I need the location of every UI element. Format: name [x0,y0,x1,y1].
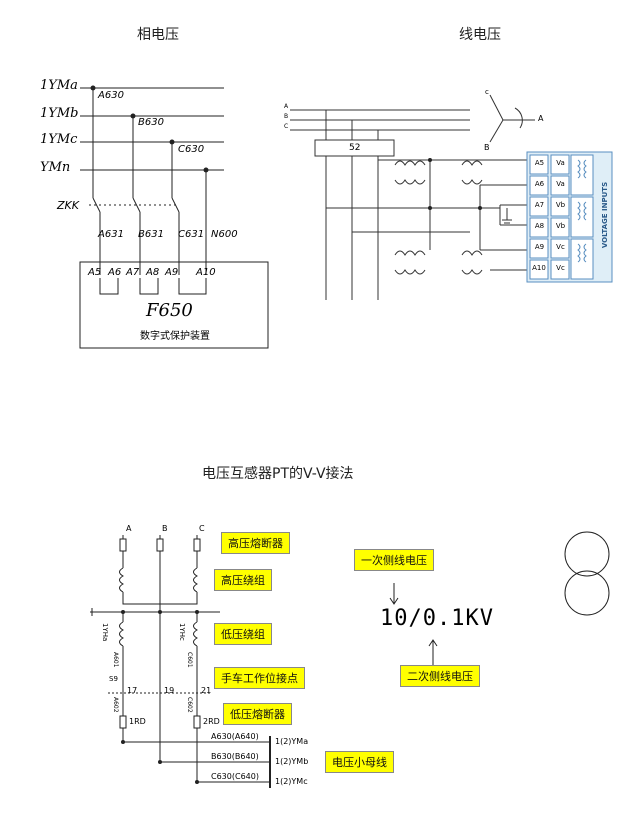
line-terminal-a7: A7 [534,201,545,209]
bus-name-a: 1(2)YMa [275,737,309,746]
input-2: Va [556,180,565,188]
wire-a602: A602 [112,697,119,713]
wire-label-b: B631 [138,229,164,240]
title-phase-voltage: 相电压 [137,27,179,43]
input-4: Vb [555,222,566,230]
label-lv-fuse: 低压熔断器 [223,703,292,725]
title-vv-connection: 电压互感器PT的V-V接法 [202,466,354,482]
wire-c601: C601 [186,652,193,668]
fuse-2rd: 2RD [203,717,220,726]
wire-label-a: A631 [98,229,124,240]
device-desc: 数字式保护装置 [140,331,210,342]
switch-label: ZKK [57,199,79,212]
wire-s9: S9 [109,675,118,683]
wire-label-c: C631 [178,229,205,240]
label-hv-fuse: 高压熔断器 [221,532,290,554]
bus-name-c: 1(2)YMc [275,777,308,786]
bus-code-a: A630(A640) [211,732,259,741]
bus-label-b: 1YMb [40,106,79,121]
tap-label-b: B630 [138,117,164,128]
vv-phase-c: C [199,524,205,533]
contact-17: 17 [127,686,138,695]
tap-label-a: A630 [98,90,124,101]
contact-19: 19 [164,686,175,695]
label-secondary: 二次侧线电压 [400,665,480,687]
label-primary: 一次侧线电压 [354,549,434,571]
vv-phase-a: A [126,524,132,533]
terminal-a10: A10 [196,267,216,278]
terminal-a8: A8 [146,267,160,278]
breaker-label: 52 [349,143,361,153]
bus-label-a: 1YMa [40,78,78,93]
line-phase-a: A [284,103,289,110]
line-terminal-a6: A6 [534,180,545,188]
fuse-1rd: 1RD [129,717,146,726]
contact-21: 21 [201,686,212,695]
title-line-voltage: 线电压 [459,27,501,43]
input-1: Va [556,159,565,167]
bus-label-c: 1YMc [40,132,78,147]
line-phase-b: B [284,113,289,120]
label-hv-winding: 高压绕组 [214,569,272,591]
input-3: Vb [555,201,566,209]
label-cart-contact: 手车工作位接点 [214,667,305,689]
line-terminal-a9: A9 [534,243,545,251]
rotation-a: A [538,114,544,123]
wire-a601: A601 [112,652,119,668]
bus-label-n: YMn [40,160,71,175]
terminal-a9: A9 [165,267,179,278]
voltage-ratio: 10/0.1KV [380,606,494,631]
pt-label-c: 1YHc [178,623,186,641]
terminal-a7: A7 [126,267,140,278]
bus-code-c: C630(C640) [211,772,259,781]
line-phase-c: C [284,123,289,130]
terminal-a5: A5 [88,267,102,278]
wire-label-n: N600 [211,229,238,240]
input-5: Vc [556,243,565,251]
line-terminal-a10: A10 [532,264,546,272]
vv-phase-b: B [162,524,168,533]
line-terminal-a5: A5 [534,159,545,167]
input-6: Vc [556,264,565,272]
bus-name-b: 1(2)YMb [275,757,309,766]
label-lv-winding: 低压绕组 [214,623,272,645]
terminal-a6: A6 [108,267,122,278]
rotation-b: B [484,143,490,152]
device-name: F650 [146,300,193,321]
tap-label-c: C630 [178,144,205,155]
pt-label-a: 1YHa [101,623,109,642]
rotation-c: c [485,88,489,96]
wire-c602: C602 [186,697,193,713]
bus-code-b: B630(B640) [211,752,259,761]
line-terminal-a8: A8 [534,222,545,230]
label-small-bus: 电压小母线 [325,751,394,773]
